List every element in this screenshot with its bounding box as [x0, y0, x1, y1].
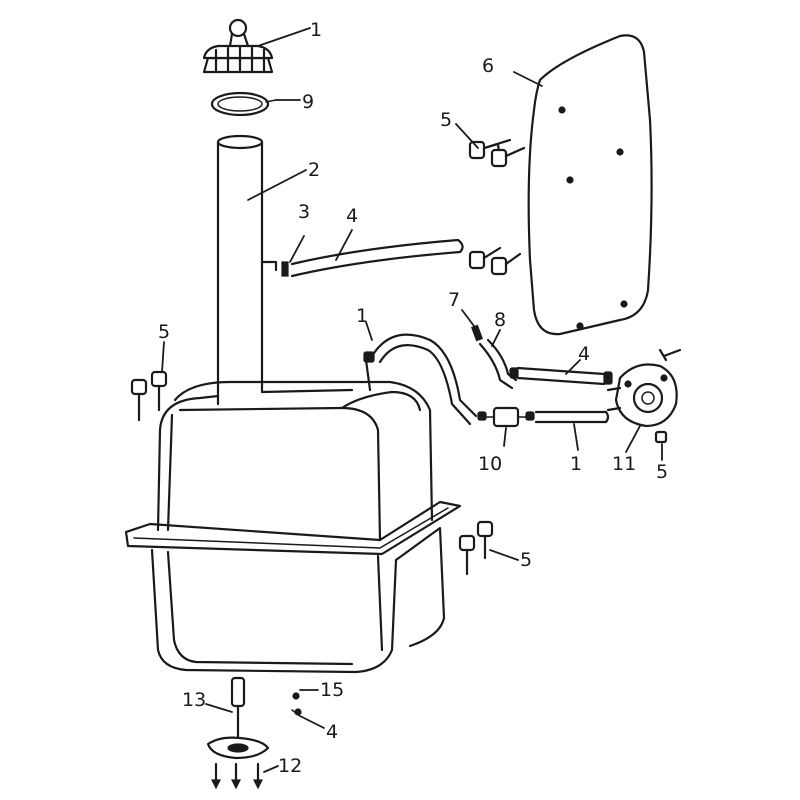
callout-washer: 4 — [326, 721, 338, 743]
callout-pump-bolt: 5 — [656, 461, 668, 483]
filler-gasket-ring — [210, 91, 277, 117]
callout-side-cover: 6 — [482, 55, 494, 77]
callout-filler-neck: 2 — [308, 159, 320, 181]
callout-hose-clip: 7 — [448, 289, 460, 311]
leader-lines — [161, 27, 663, 773]
fuel-hose-to-filter — [370, 333, 478, 426]
fuel-filter — [477, 406, 535, 428]
callout-numbers: 1 9 2 3 4 5 6 5 1 7 8 4 10 1 11 5 5 13 1… — [158, 19, 668, 777]
fuel-gauge-sender — [206, 676, 270, 760]
callout-left-bolts: 5 — [158, 321, 170, 343]
vacuum-hose-middle — [509, 366, 613, 386]
fuel-cap — [202, 18, 274, 74]
callout-sender-bolts: 12 — [278, 755, 302, 777]
callout-vent-hose-upper: 4 — [346, 205, 358, 227]
callout-gauge-sender: 13 — [182, 689, 206, 711]
callout-vacuum-hose: 8 — [494, 309, 506, 331]
callout-cover-bolts: 5 — [440, 109, 452, 131]
callout-right-bolts: 5 — [520, 549, 532, 571]
pump-bolt — [654, 430, 668, 444]
callout-lower-hose: 1 — [570, 453, 582, 475]
fuel-hose-lower — [534, 410, 610, 424]
fuel-tank — [124, 351, 462, 674]
callout-clamp: 3 — [298, 201, 310, 223]
filler-neck-pipe — [216, 134, 289, 406]
fuel-pump — [606, 348, 682, 428]
callout-fuel-cap: 1 — [310, 19, 322, 41]
vent-hose-upper — [290, 238, 464, 278]
sender-screws — [291, 692, 302, 717]
tank-bolts-left — [130, 370, 168, 422]
cover-bolts-lower — [468, 246, 522, 276]
callout-screw: 15 — [320, 679, 344, 701]
callout-middle-hose: 4 — [578, 343, 590, 365]
callout-gasket-ring: 9 — [302, 91, 314, 113]
hose-clip — [471, 324, 483, 342]
side-cover-panel — [527, 34, 653, 336]
tank-bolts-right — [458, 520, 494, 576]
callout-fuel-filter: 10 — [478, 453, 502, 475]
sender-bolts — [211, 762, 263, 790]
cover-bolts-upper — [468, 138, 526, 168]
vacuum-hose — [478, 338, 518, 390]
callout-fuel-pump: 11 — [612, 453, 636, 475]
callout-fuel-hose: 1 — [356, 305, 368, 327]
